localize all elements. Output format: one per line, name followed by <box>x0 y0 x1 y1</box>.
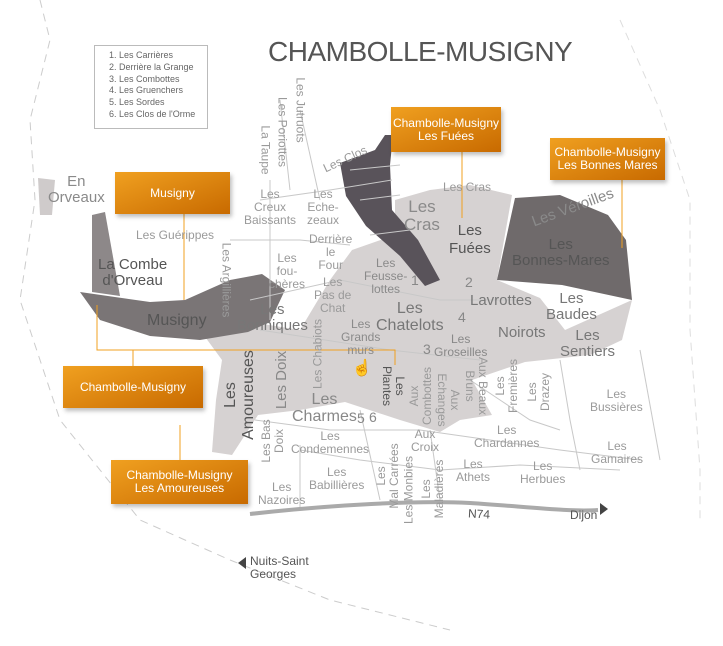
label-sentiers: Les Sentiers <box>560 327 616 360</box>
label-mal-carrees: Les Mal Carrées <box>374 443 401 509</box>
label-chatelots: Les Chatelots <box>376 300 444 334</box>
label-pas-de-chat: Les Pas de Chat <box>314 275 352 315</box>
label-feusselottes: Les Feusse- lottes <box>364 256 408 296</box>
parcel-number: 2 <box>465 274 473 290</box>
parcel-number: 4 <box>458 309 466 325</box>
label-cras: Les Cras <box>404 197 440 234</box>
label-aux-combottes: Aux Combottes <box>407 366 434 426</box>
label-argillieres: Les Argillières <box>219 242 234 318</box>
label-baudes: Les Baudes <box>546 290 597 323</box>
callout-label: Chambolle-Musigny <box>554 145 661 159</box>
label-aux-beaux-bruns: Aux Beaux Bruns <box>463 356 490 416</box>
label-fouacheres: Les fou- chères <box>269 251 306 291</box>
n74-road <box>249 500 599 516</box>
legend-item: 5. Les Sordes <box>109 97 165 108</box>
label-combe-orveau: La Combe d'Orveau <box>98 256 168 289</box>
boundary-line <box>19 0 451 631</box>
label-creux-baissants: Les Creux Baissants <box>244 187 297 227</box>
label-herbues: Les Herbues <box>520 459 566 486</box>
label-lavrottes: Lavrottes <box>470 292 532 309</box>
parcel-number: 3 <box>423 341 431 357</box>
label-maladieres: Les Maladières <box>419 459 446 519</box>
premier-cru-area <box>200 185 632 455</box>
callout-label: Les Amoureuses <box>134 481 225 495</box>
label-monbies: Les Monbies <box>401 455 416 525</box>
label-musigny: Musigny <box>147 312 207 329</box>
parcel-lines <box>230 99 661 510</box>
callout-leaders <box>96 152 623 460</box>
label-chabiots: Les Chabiots <box>310 318 325 390</box>
legend-item: 3. Les Combottes <box>109 73 180 84</box>
road-n74-label: N74 <box>467 506 491 522</box>
label-noirots: Noirots <box>498 324 546 341</box>
label-groseilles: Les Groseilles <box>434 332 488 359</box>
callout-label: Chambolle-Musigny <box>79 379 187 394</box>
label-bonniques: Les Bonniques <box>237 301 308 334</box>
boundary-line <box>619 19 701 520</box>
label-cras-small: Les Cras <box>443 180 492 194</box>
label-echanges: Aux Echanges <box>435 373 462 427</box>
legend-item: 4. Les Gruenchers <box>109 85 184 96</box>
bonnes-mares-parcel <box>497 195 632 300</box>
label-en-orveaux: En Orveaux <box>48 173 105 206</box>
label-aux-croix: Aux Croix <box>411 427 440 454</box>
parcel-number: 5 <box>357 410 365 426</box>
label-doix: Les Doix <box>273 350 290 410</box>
legend-item: 1. Les Carrières <box>109 50 174 60</box>
callout-label: Les Bonnes Mares <box>557 158 658 172</box>
callout-label: Chambolle-Musigny <box>392 115 500 130</box>
callout-chambolle-musigny[interactable]: Chambolle-Musigny <box>63 366 203 408</box>
hand-cursor-icon: ☝ <box>352 360 372 377</box>
road-dijon-label: Dijon <box>570 508 598 522</box>
label-athets: Les Athets <box>456 457 491 484</box>
road-nuits-label: Nuits-Saint Georges <box>250 554 309 581</box>
label-jutruots: Les Jutruots <box>293 77 308 143</box>
legend-item: 2. Derrière la Grange <box>109 61 194 72</box>
label-fuees: Les Fuées <box>449 222 491 257</box>
label-babillieres: Les Babillières <box>309 465 365 492</box>
label-charmes: Les Charmes <box>292 391 357 425</box>
page-title: CHAMBOLLE-MUSIGNY <box>268 36 573 67</box>
label-echezeaux: Les Eche- zeaux <box>307 187 340 227</box>
label-taupe: La Taupe <box>258 125 273 175</box>
label-drazey: Les Drazey <box>525 372 552 412</box>
legend-item: 6. Les Clos de l'Orme <box>109 108 196 119</box>
callout-label: Musigny <box>150 185 195 200</box>
label-gamaires: Les Gamaires <box>591 439 644 466</box>
label-fremieres: Les Fremières <box>493 358 520 414</box>
dijon-arrow-icon <box>600 503 608 515</box>
label-poriottes: Les Poriottes <box>275 96 290 168</box>
callout-label: Les Fuées <box>417 128 475 143</box>
label-derriere-four: Derrière le Four <box>309 232 353 272</box>
label-condemennes: Les Condemennes <box>291 429 370 456</box>
label-bussieres: Les Bussières <box>590 387 643 414</box>
musigny-parcel <box>80 274 285 340</box>
parcel-number: 6 <box>369 409 377 425</box>
callout-label: Chambolle-Musigny <box>126 468 233 482</box>
parcel-number: 1 <box>411 272 419 288</box>
label-chardannes: Les Chardannes <box>474 423 540 450</box>
label-guerippes: Les Guérippes <box>136 228 215 242</box>
musigny-parcel-left <box>92 212 120 296</box>
label-amoureuses: Les Amoureuses <box>222 350 257 440</box>
callout-musigny[interactable]: Musigny <box>115 172 230 214</box>
label-grands-murs: Les Grands murs <box>341 317 381 357</box>
label-plantes: Les Plantes <box>380 365 407 407</box>
legend-box: 1. Les Carrières 2. Derrière la Grange 3… <box>94 45 208 129</box>
label-bas-doix: Les Bas Doix <box>259 419 286 463</box>
en-orveaux-parcel <box>38 178 55 215</box>
fuees-parcel <box>340 135 440 286</box>
label-nazoires: Les Nazoires <box>258 480 306 507</box>
nuits-arrow-icon <box>238 557 246 569</box>
label-bonnes-mares: Les Bonnes-Mares <box>512 236 610 269</box>
